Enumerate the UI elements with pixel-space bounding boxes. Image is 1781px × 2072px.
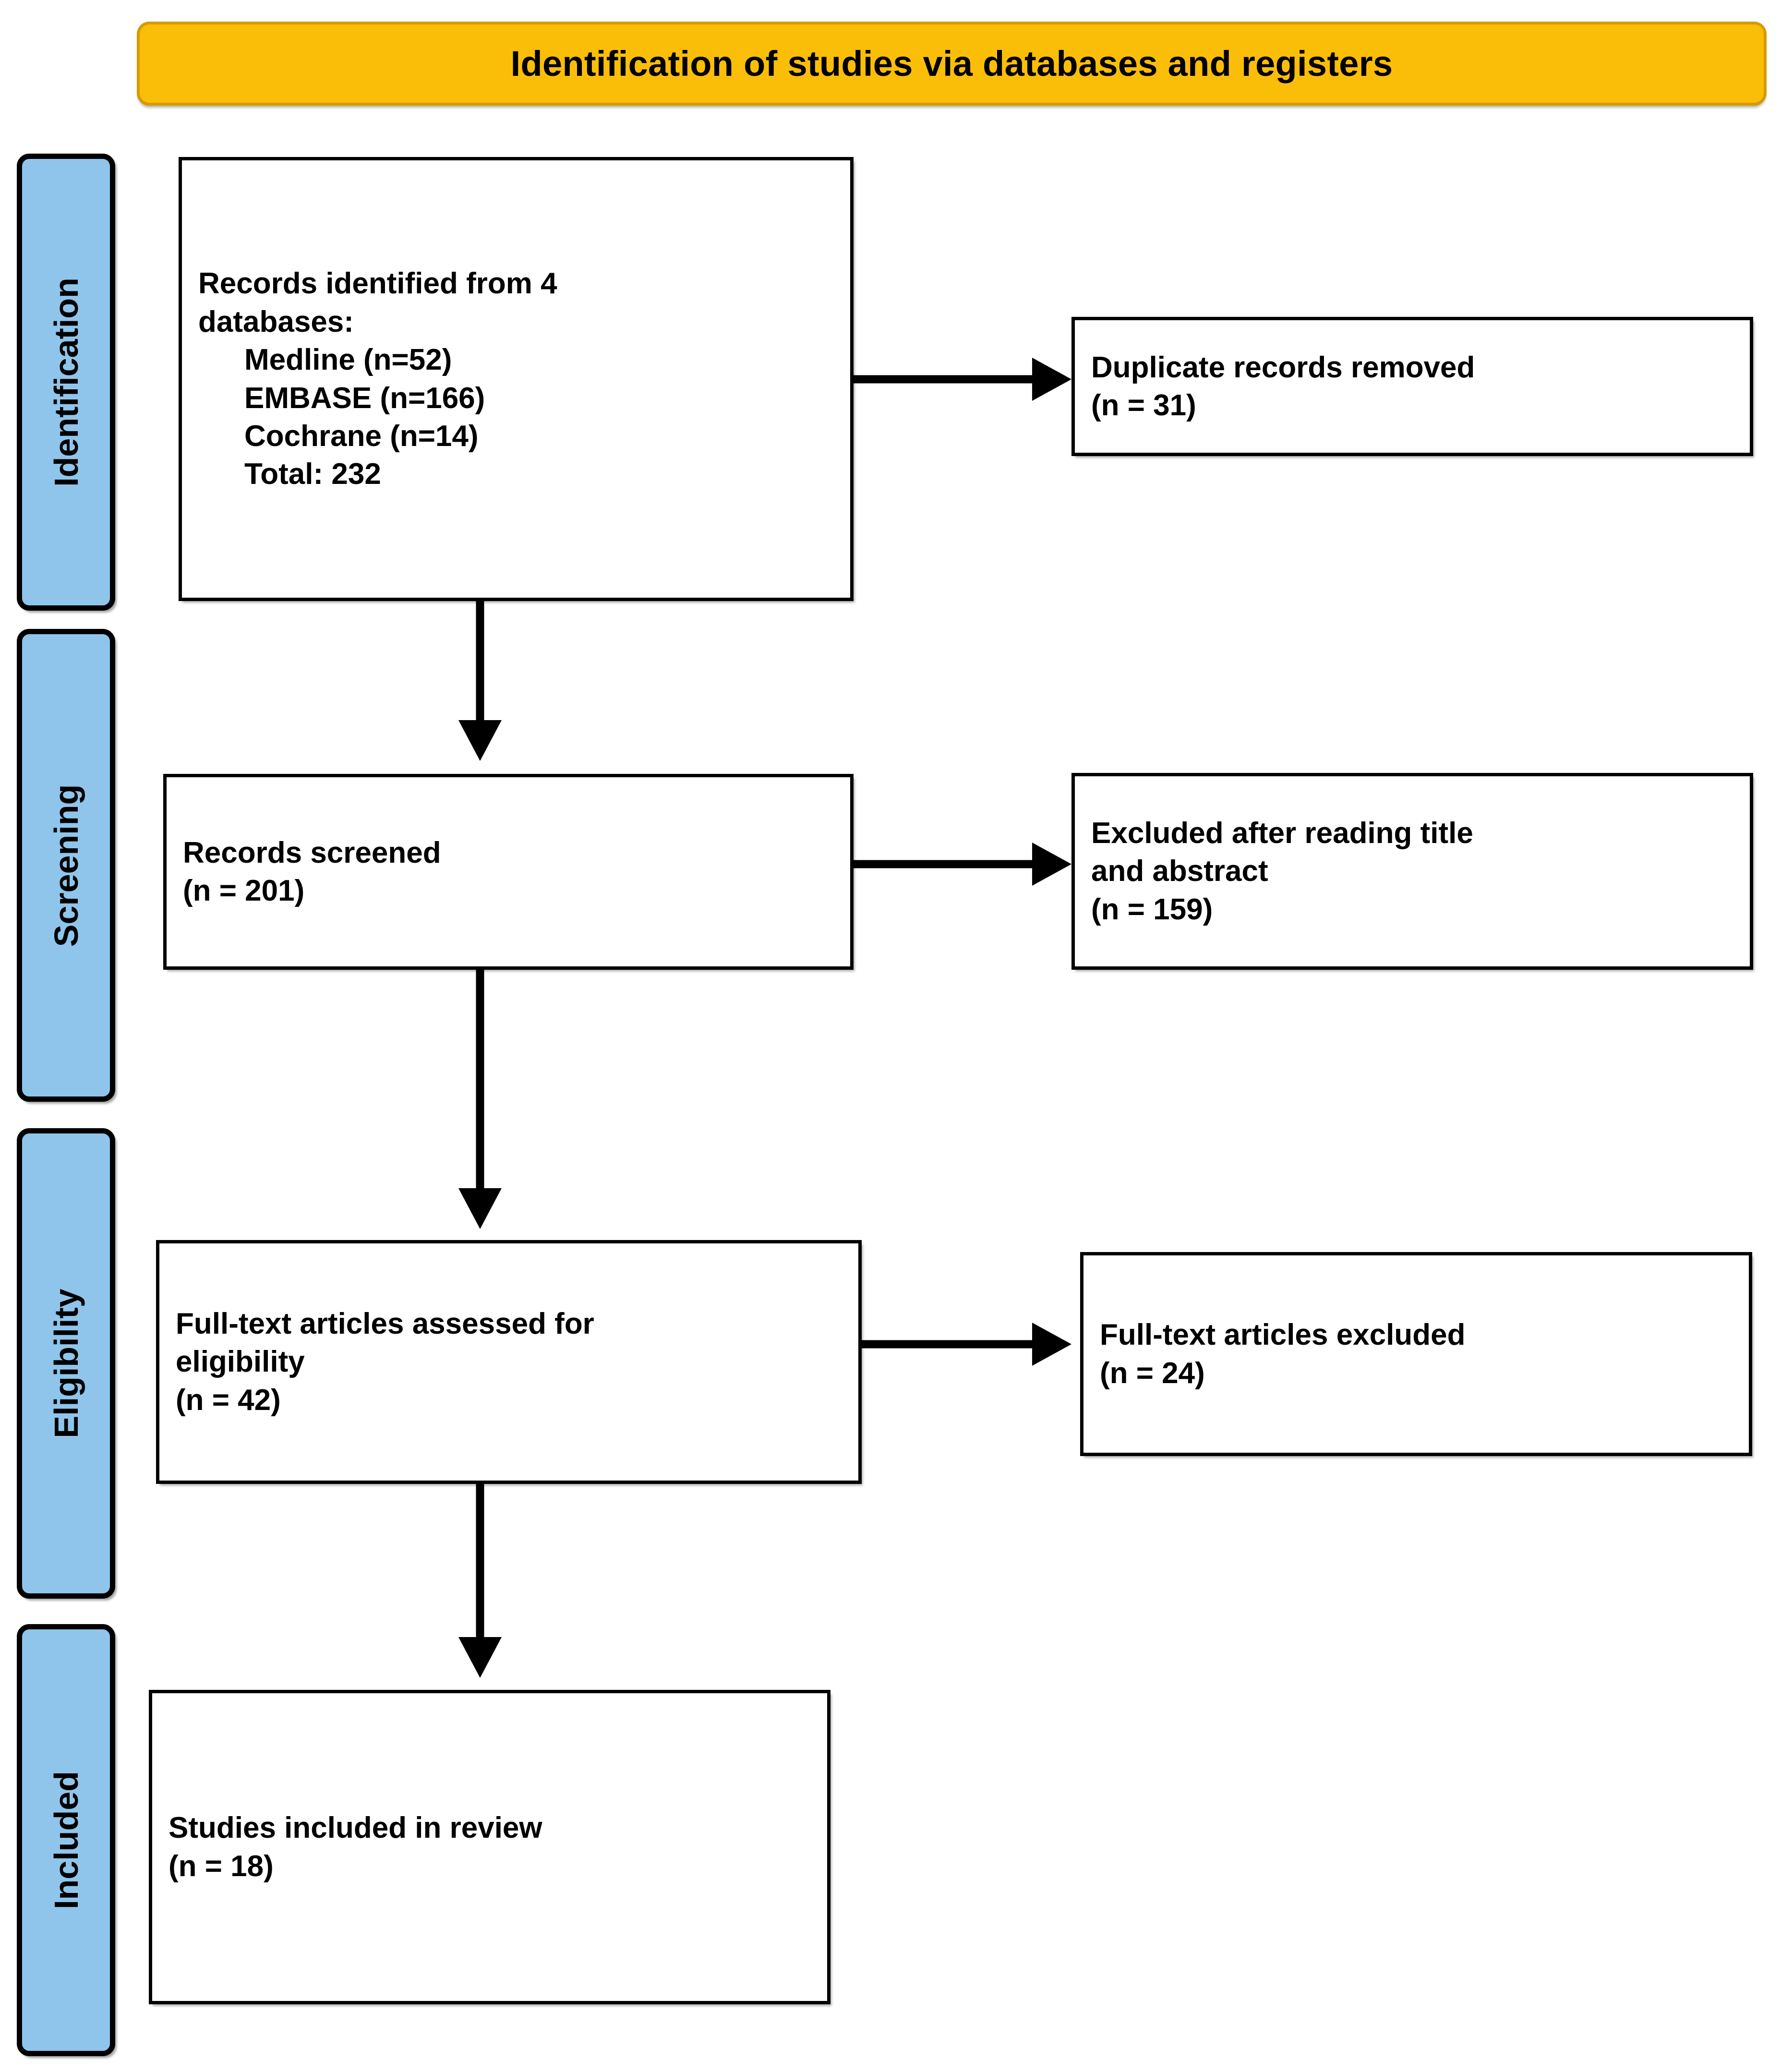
box-line: EMBASE (n=166) [244, 381, 485, 415]
box-fulltext-assessed: Full-text articles assessed for eligibil… [156, 1240, 862, 1484]
box-duplicate-records-removed: Duplicate records removed (n = 31) [1071, 317, 1753, 456]
stage-label-screening: Screening [47, 784, 85, 947]
stage-label-eligibility: Eligibility [47, 1289, 85, 1438]
arrow-identified-to-duplicates [854, 358, 1071, 401]
arrow-screened-to-fulltext [458, 970, 502, 1229]
stage-pill-eligibility: Eligibility [17, 1128, 115, 1599]
box-line: (n = 42) [176, 1383, 281, 1417]
diagram-title-banner: Identification of studies via databases … [137, 22, 1767, 106]
box-line: Records screened [183, 836, 441, 869]
box-studies-included: Studies included in review (n = 18) [149, 1690, 830, 2004]
box-line: (n = 24) [1100, 1356, 1205, 1390]
box-records-identified: Records identified from 4 databases: Med… [179, 157, 854, 601]
arrow-screened-to-excluded [854, 843, 1071, 886]
box-line: (n = 31) [1091, 389, 1196, 422]
box-line: Duplicate records removed [1091, 350, 1475, 384]
box-line: Full-text articles excluded [1100, 1318, 1466, 1352]
box-line: Records identified from 4 [198, 267, 557, 301]
stage-label-included: Included [47, 1771, 85, 1909]
box-line: and abstract [1091, 855, 1268, 888]
box-excluded-title-abstract: Excluded after reading title and abstrac… [1071, 773, 1753, 970]
arrow-fulltext-to-included [458, 1479, 502, 1678]
box-line: (n = 201) [183, 874, 305, 907]
box-line: eligibility [176, 1345, 305, 1379]
box-line: Full-text articles assessed for [176, 1307, 594, 1340]
box-records-screened: Records screened (n = 201) [163, 774, 854, 970]
stage-pill-screening: Screening [17, 629, 115, 1102]
box-line: Excluded after reading title [1091, 816, 1473, 850]
box-line: Medline (n=52) [244, 343, 452, 377]
stage-label-identification: Identification [47, 277, 85, 487]
box-line: (n = 18) [168, 1849, 274, 1883]
box-line: Studies included in review [168, 1811, 542, 1845]
box-line: (n = 159) [1091, 892, 1213, 926]
box-fulltext-excluded: Full-text articles excluded (n = 24) [1080, 1252, 1752, 1456]
box-line: Cochrane (n=14) [244, 419, 479, 453]
arrow-fulltext-to-excluded [862, 1323, 1071, 1366]
arrow-identified-to-screened [458, 599, 502, 761]
diagram-title: Identification of studies via databases … [510, 44, 1393, 84]
stage-pill-identification: Identification [17, 154, 115, 611]
box-line: databases: [198, 305, 354, 338]
stage-pill-included: Included [17, 1624, 115, 2056]
box-line: Total: 232 [244, 458, 381, 491]
